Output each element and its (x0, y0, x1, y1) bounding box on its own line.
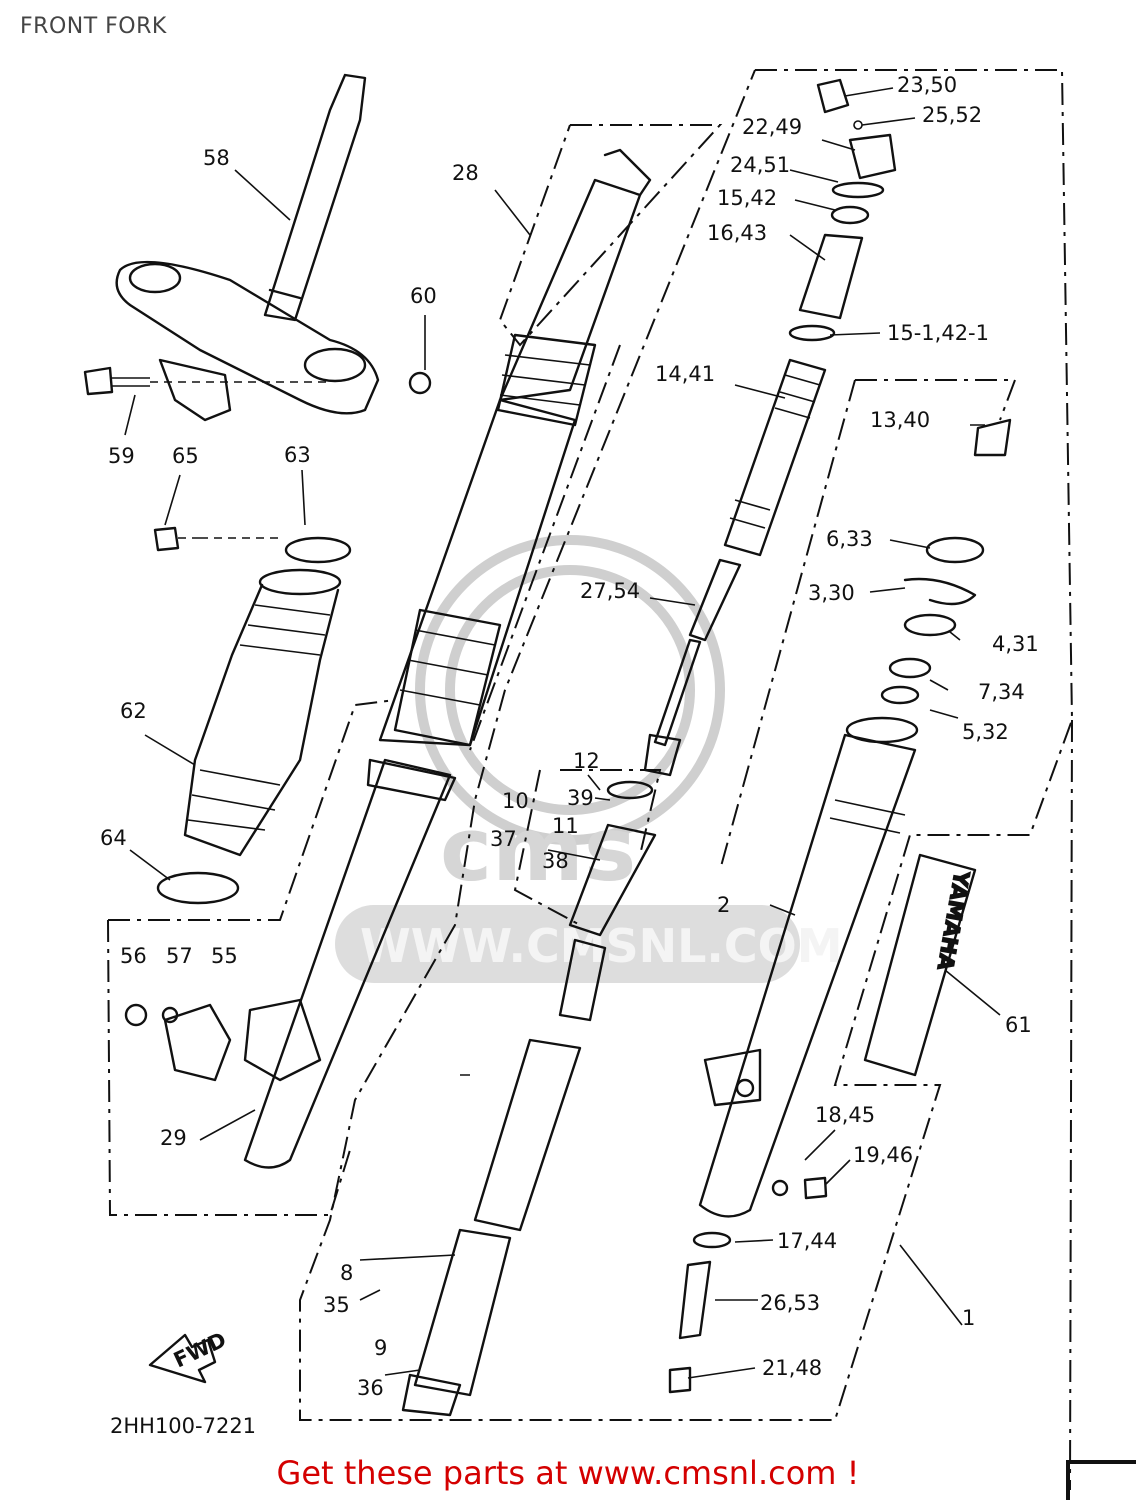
label-4-31: 4,31 (992, 632, 1039, 656)
label-25-52: 25,52 (922, 103, 982, 127)
label-63: 63 (284, 443, 311, 467)
label-60: 60 (410, 284, 437, 308)
fwd-badge-text: FWD (170, 1328, 230, 1373)
label-11: 11 (552, 814, 579, 838)
label-35: 35 (323, 1293, 350, 1317)
inner-tube-28 (378, 148, 652, 747)
label-61: 61 (1005, 1013, 1032, 1037)
label-26-53: 26,53 (760, 1291, 820, 1315)
label-64: 64 (100, 826, 127, 850)
label-18-45: 18,45 (815, 1103, 875, 1127)
decal-61: YAMAHA (863, 853, 977, 1077)
steering-stem-58 (115, 73, 380, 422)
label-12: 12 (573, 749, 600, 773)
label-22-49: 22,49 (742, 115, 802, 139)
boot-62 (183, 568, 342, 857)
label-14-41: 14,41 (655, 362, 715, 386)
watermark-logo: cms (440, 798, 636, 901)
label-17-44: 17,44 (777, 1229, 837, 1253)
label-9: 9 (374, 1336, 387, 1360)
label-29: 29 (160, 1126, 187, 1150)
label-56: 56 (120, 944, 147, 968)
label-7-34: 7,34 (978, 680, 1025, 704)
fwd-arrow: FWD (148, 1328, 230, 1384)
label-2: 2 (717, 893, 730, 917)
cap-spring-stack (643, 78, 897, 777)
label-3-30: 3,30 (808, 581, 855, 605)
corner-mark (1066, 1460, 1136, 1500)
label-6-33: 6,33 (826, 527, 873, 551)
label-37: 37 (490, 827, 517, 851)
label-55: 55 (211, 944, 238, 968)
label-8: 8 (340, 1261, 353, 1285)
label-23-50: 23,50 (897, 73, 957, 97)
outer-tube-2 (668, 418, 1012, 1394)
label-36: 36 (357, 1376, 384, 1400)
outer-tube-29 (243, 758, 457, 1169)
label-59: 59 (108, 444, 135, 468)
footer-link[interactable]: Get these parts at www.cmsnl.com ! (276, 1454, 860, 1492)
part-labels: 58 28 60 59 65 63 62 64 56 57 55 29 23,5… (100, 73, 1039, 1438)
diagram-code: 2HH100-7221 (110, 1414, 256, 1438)
label-65: 65 (172, 444, 199, 468)
label-24-51: 24,51 (730, 153, 790, 177)
brand-decal-text: YAMAHA (933, 868, 974, 973)
label-38: 38 (542, 849, 569, 873)
label-57: 57 (166, 944, 193, 968)
leader-lines (124, 87, 1001, 1379)
label-16-43: 16,43 (707, 221, 767, 245)
damper-rod (401, 780, 657, 1417)
label-19-46: 19,46 (853, 1143, 913, 1167)
label-15-1-42-1: 15-1,42-1 (887, 321, 989, 345)
label-58: 58 (203, 146, 230, 170)
group-outlines (107, 69, 1074, 1491)
label-10: 10 (502, 789, 529, 813)
label-15-42: 15,42 (717, 186, 777, 210)
label-21-48: 21,48 (762, 1356, 822, 1380)
page-title: FRONT FORK (20, 14, 167, 39)
label-27-54: 27,54 (580, 579, 640, 603)
label-13-40: 13,40 (870, 408, 930, 432)
label-1: 1 (962, 1306, 975, 1330)
label-62: 62 (120, 699, 147, 723)
label-5-32: 5,32 (962, 720, 1009, 744)
label-39: 39 (567, 786, 594, 810)
label-28: 28 (452, 161, 479, 185)
left-small-parts (83, 366, 432, 1082)
watermark: cms WWW.CMSNL.COM (335, 535, 843, 983)
